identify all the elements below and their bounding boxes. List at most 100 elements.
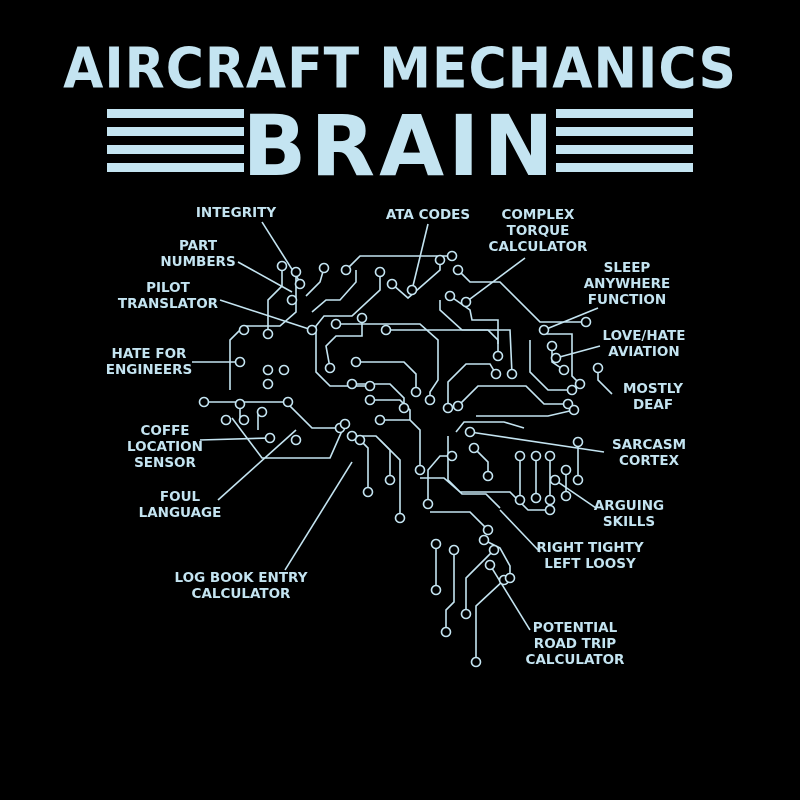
node bbox=[306, 324, 318, 336]
node bbox=[374, 414, 386, 426]
node bbox=[430, 538, 442, 550]
node bbox=[406, 284, 418, 296]
trace bbox=[380, 419, 421, 470]
node bbox=[384, 474, 396, 486]
node bbox=[424, 394, 436, 406]
node bbox=[482, 470, 494, 482]
node bbox=[290, 434, 302, 446]
node bbox=[410, 386, 422, 398]
node bbox=[478, 534, 490, 546]
trace bbox=[447, 363, 497, 408]
label-arguing-skills: ARGUING SKILLS bbox=[593, 498, 665, 530]
node bbox=[324, 362, 336, 374]
leader-line bbox=[217, 429, 297, 501]
trace bbox=[267, 268, 283, 334]
right-stripe bbox=[556, 127, 693, 136]
node bbox=[514, 450, 526, 462]
node bbox=[538, 324, 550, 336]
trace bbox=[427, 455, 452, 504]
node bbox=[464, 426, 476, 438]
node bbox=[514, 494, 526, 506]
node bbox=[592, 362, 604, 374]
node bbox=[572, 436, 584, 448]
node bbox=[470, 656, 482, 668]
node bbox=[488, 544, 500, 556]
trace bbox=[546, 333, 581, 385]
node bbox=[482, 524, 494, 536]
trace bbox=[359, 439, 369, 492]
node bbox=[544, 504, 556, 516]
trace bbox=[231, 417, 346, 459]
node bbox=[448, 544, 460, 556]
node bbox=[330, 318, 342, 330]
node bbox=[566, 384, 578, 396]
trace bbox=[457, 385, 568, 407]
node bbox=[286, 294, 298, 306]
right-stripe bbox=[556, 109, 693, 118]
trace bbox=[420, 477, 550, 511]
trace bbox=[483, 539, 511, 578]
node bbox=[468, 442, 480, 454]
node bbox=[364, 394, 376, 406]
node bbox=[318, 262, 330, 274]
node bbox=[422, 498, 434, 510]
label-sarcasm-cortex: SARCASM CORTEX bbox=[611, 437, 687, 469]
trace bbox=[447, 436, 501, 509]
node bbox=[346, 378, 358, 390]
leader-line bbox=[465, 257, 526, 303]
trace bbox=[430, 511, 489, 531]
node bbox=[398, 402, 410, 414]
node bbox=[550, 352, 562, 364]
right-stripe bbox=[556, 145, 693, 154]
trace bbox=[345, 255, 452, 271]
node bbox=[446, 450, 458, 462]
node bbox=[394, 512, 406, 524]
node bbox=[544, 450, 556, 462]
trace bbox=[315, 272, 381, 387]
node bbox=[546, 340, 558, 352]
leader-line bbox=[499, 509, 541, 553]
label-integrity: INTEGRITY bbox=[195, 205, 277, 221]
node bbox=[362, 486, 374, 498]
node bbox=[414, 464, 426, 476]
title-line-1: AIRCRAFT MECHANICS bbox=[63, 36, 737, 102]
leader-line bbox=[237, 261, 293, 293]
trace bbox=[311, 270, 357, 313]
label-ata-codes: ATA CODES bbox=[385, 207, 471, 223]
leader-line bbox=[219, 299, 313, 331]
trace bbox=[445, 550, 455, 632]
leader-line bbox=[199, 437, 271, 441]
node bbox=[430, 584, 442, 596]
leader-line bbox=[469, 431, 605, 453]
node bbox=[434, 254, 446, 266]
left-stripe bbox=[107, 127, 244, 136]
node bbox=[504, 572, 516, 584]
trace bbox=[352, 383, 405, 408]
node bbox=[560, 464, 572, 476]
leader-line bbox=[284, 461, 353, 571]
node bbox=[364, 380, 376, 392]
node bbox=[262, 364, 274, 376]
node bbox=[506, 368, 518, 380]
node bbox=[339, 418, 351, 430]
node bbox=[492, 350, 504, 362]
node bbox=[574, 378, 586, 390]
trace bbox=[465, 549, 495, 614]
node bbox=[256, 406, 268, 418]
node bbox=[572, 474, 584, 486]
trace bbox=[439, 300, 513, 375]
node bbox=[460, 608, 472, 620]
label-right-tighty-left-loosy: RIGHT TIGHTY LEFT LOOSY bbox=[536, 540, 644, 572]
node bbox=[560, 490, 572, 502]
trace bbox=[475, 579, 505, 662]
leader-line bbox=[543, 307, 599, 331]
node bbox=[380, 324, 392, 336]
circuit-nodes bbox=[198, 250, 604, 668]
node bbox=[290, 266, 302, 278]
label-foul-language: FOUL LANGUAGE bbox=[138, 489, 222, 521]
node bbox=[262, 328, 274, 340]
node bbox=[530, 450, 542, 462]
node bbox=[264, 432, 276, 444]
trace bbox=[336, 323, 439, 400]
